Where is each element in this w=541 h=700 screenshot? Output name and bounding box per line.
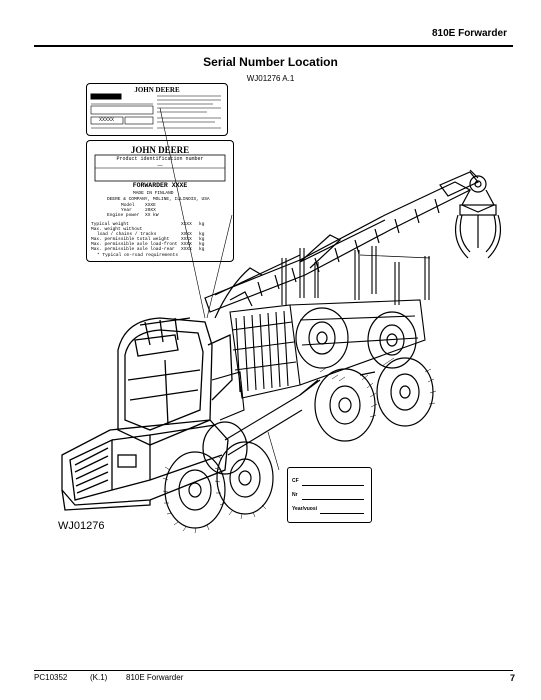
plate-small-line bbox=[302, 485, 364, 486]
header-title: 810E Forwarder bbox=[431, 28, 507, 39]
figure-label: WJ01276 bbox=[58, 520, 105, 532]
serial-plate-small: CF Nr Year/vuosi bbox=[287, 467, 372, 523]
plate-main-made-in: MADE IN FINLAND bbox=[133, 191, 174, 196]
plate-small-label: CF bbox=[292, 478, 299, 484]
plate-top-brand: JOHN DEERE bbox=[134, 86, 180, 94]
plate-small-line bbox=[320, 513, 364, 514]
footer-rev: (K.1) bbox=[90, 673, 108, 682]
plate-small-label: Nr bbox=[292, 492, 298, 498]
image-code: WJ01276 A.1 bbox=[246, 74, 295, 83]
plate-main-pin-label: Product identification number bbox=[116, 156, 204, 162]
header-rule bbox=[34, 45, 513, 47]
plate-small-label: Year/vuosi bbox=[292, 506, 318, 512]
plate-row: Max. weight without bbox=[91, 227, 143, 232]
plate-main-box bbox=[94, 154, 226, 182]
plate-top-serial: XXXXX bbox=[99, 117, 115, 123]
page-number: 7 bbox=[509, 673, 515, 683]
serial-plate-main: JOHN DEERE Product identification number… bbox=[86, 140, 234, 262]
plate-main-model: FORWARDER XXXE bbox=[132, 182, 188, 189]
footer-rule bbox=[34, 670, 513, 671]
plate-main-pin-dash: — bbox=[157, 163, 163, 169]
footer-doc: PC10352 bbox=[34, 673, 68, 682]
footer-product: 810E Forwarder bbox=[126, 673, 184, 682]
plate-row: * Typical on-road requirements bbox=[97, 253, 179, 258]
plate-main-brand: JOHN DEERE bbox=[130, 145, 190, 155]
serial-plate-top: JOHN DEERE XXXXX bbox=[86, 83, 228, 136]
plate-small-line bbox=[302, 499, 364, 500]
page-title: Serial Number Location bbox=[203, 55, 338, 69]
plate-main-company: DEERE & COMPANY, MOLINE, ILLINOIS, USA bbox=[107, 197, 210, 202]
plate-top-lines bbox=[90, 93, 221, 129]
